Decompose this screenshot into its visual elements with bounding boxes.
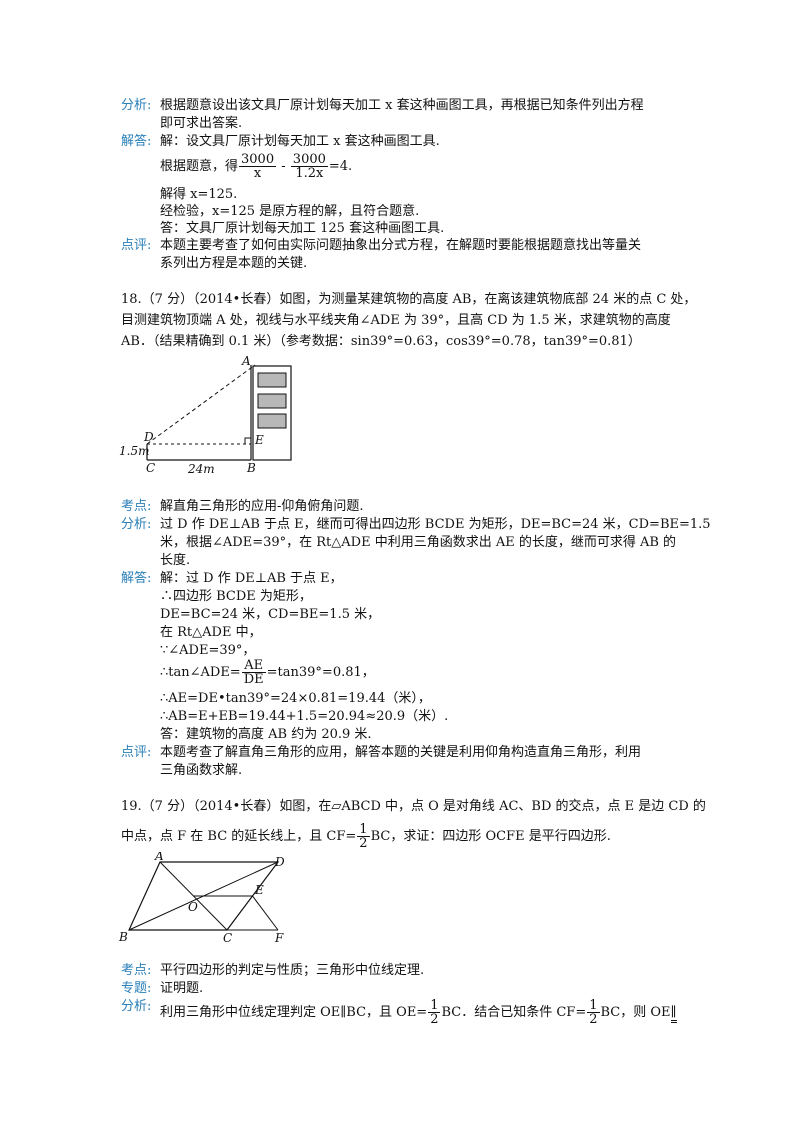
question-suffix: BC，求证：四边形 OCFE 是平行四边形. [370, 829, 611, 844]
analysis-label: 分析: [121, 98, 152, 113]
solution-text: 在 Rt△ADE 中， [160, 625, 262, 640]
parallel-equal-symbol: ∥ [670, 1006, 677, 1023]
fraction-numerator: 3000 [239, 152, 277, 167]
fraction-denominator: 2 [430, 1012, 439, 1027]
label-width: 24m [187, 462, 215, 476]
comment-text: 本题主要考查了如何由实际问题抽象出分式方程，在解题时要能根据题意找出等量关 [160, 238, 642, 253]
label-a: A [154, 852, 164, 863]
solution-text: ∵∠ADE=39°， [160, 643, 256, 658]
fraction-numerator: 1 [428, 998, 441, 1013]
building-figure: A D E C B 1.5m 24m [119, 354, 292, 476]
label-b: B [246, 461, 256, 475]
label-a: A [241, 354, 251, 368]
label-c: C [146, 461, 155, 475]
comment-text: 三角函数求解. [160, 763, 243, 778]
knowledge-point-text: 解直角三角形的应用-仰角俯角问题. [160, 499, 364, 514]
fraction-denominator: 2 [359, 836, 368, 851]
knowledge-point-label: 考点: [121, 963, 152, 978]
equation-suffix: =4. [328, 159, 353, 174]
building-window [257, 393, 287, 409]
analysis-middle: BC．结合已知条件 CF= [441, 1005, 587, 1020]
fraction-denominator: DE [243, 672, 264, 687]
question-text: 19.（7 分）（2014•长春）如图，在▱ABCD 中，点 O 是对角线 AC… [121, 799, 706, 814]
tan-prefix: ∴tan∠ADE= [160, 665, 241, 680]
solution-text: 答：建筑物的高度 AB 约为 20.9 米. [160, 727, 372, 742]
analysis-text: 米，根据∠ADE=39°，在 Rt△ADE 中利用三角函数求出 AE 的长度，继… [160, 535, 677, 550]
label-height: 1.5m [119, 444, 149, 458]
label-f: F [274, 931, 284, 944]
fraction-numerator: 1 [357, 822, 370, 837]
fraction-denominator: x [253, 166, 262, 181]
analysis-label: 分析: [121, 517, 152, 532]
analysis-text: 根据题意设出该文具厂原计划每天加工 x 套这种画图工具，再根据已知条件列出方程 [160, 98, 644, 113]
analysis-text: 长度. [160, 553, 191, 568]
solution-text: 解得 x=125. [160, 187, 238, 202]
fraction-numerator: AE [241, 659, 266, 673]
building-window [257, 413, 287, 429]
topic-text: 证明题. [160, 981, 204, 996]
comment-label: 点评: [121, 238, 152, 253]
fraction-numerator: 1 [587, 998, 600, 1013]
solution-text: ∴AB=E+EB=19.44+1.5=20.94≈20.9（米）. [160, 709, 449, 724]
solution-text: 解：过 D 作 DE⊥AB 于点 E， [160, 571, 343, 586]
segment-ef [252, 895, 279, 931]
analysis-suffix: BC，则 OE [600, 1005, 671, 1020]
equation-prefix: 根据题意，得 [160, 159, 239, 174]
comment-text: 系列出方程是本题的关键. [160, 256, 308, 271]
topic-label: 专题: [121, 981, 152, 996]
label-b: B [118, 930, 128, 944]
label-e: E [254, 433, 264, 447]
building-window [257, 372, 287, 388]
solution-text: 经检验，x=125 是原方程的解，且符合题意. [160, 204, 420, 219]
label-o: O [188, 900, 198, 914]
label-d: D [274, 855, 285, 869]
label-d: D [143, 430, 154, 444]
fraction-denominator: 2 [589, 1012, 598, 1027]
label-c: C [223, 931, 232, 944]
fraction-denominator: 1.2x [295, 166, 324, 181]
tan-suffix: =tan39°=0.81， [266, 665, 375, 680]
solution-text: 解：设文具厂原计划每天加工 x 套这种画图工具. [160, 134, 440, 149]
solution-label: 解答: [121, 134, 152, 149]
solution-text: 答：文具厂原计划每天加工 125 套这种画图工具. [160, 221, 445, 236]
minus-sign: - [281, 159, 286, 174]
comment-text: 本题考查了解直角三角形的应用，解答本题的关键是利用仰角构造直角三角形，利用 [160, 745, 642, 760]
building-outline [252, 365, 292, 461]
knowledge-point-text: 平行四边形的判定与性质；三角形中位线定理. [160, 963, 425, 978]
question-prefix: 中点，点 F 在 BC 的延长线上，且 CF= [121, 829, 357, 844]
label-e: E [254, 883, 264, 897]
fraction-numerator: 3000 [290, 152, 328, 167]
analysis-prefix: 利用三角形中位线定理判定 OE∥BC，且 OE= [160, 1005, 428, 1020]
analysis-text: 过 D 作 DE⊥AB 于点 E，继而可得出四边形 BCDE 为矩形，DE=BC… [160, 517, 711, 532]
knowledge-point-label: 考点: [121, 499, 152, 514]
question-text: AB．（结果精确到 0.1 米）（参考数据：sin39°=0.63，cos39°… [121, 334, 641, 349]
question-text: 目测建筑物顶端 A 处，视线与水平线夹角∠ADE 为 39°，且高 CD 为 1… [121, 313, 671, 328]
sightline [146, 364, 256, 445]
solution-label: 解答: [121, 571, 152, 586]
comment-label: 点评: [121, 745, 152, 760]
right-angle-mark [244, 437, 251, 444]
solution-text: DE=BC=24 米，CD=BE=1.5 米， [160, 607, 381, 622]
solution-text: ∴四边形 BCDE 为矩形， [160, 589, 312, 604]
solution-text: ∴AE=DE•tan39°=24×0.81=19.44（米）， [160, 691, 431, 706]
question-text: 18.（7 分）（2014•长春）如图，为测量某建筑物的高度 AB，在离该建筑物… [121, 292, 697, 307]
analysis-label: 分析: [121, 999, 152, 1014]
parallelogram-figure: A D E O B C F [118, 852, 285, 944]
analysis-text: 即可求出答案. [160, 116, 243, 131]
